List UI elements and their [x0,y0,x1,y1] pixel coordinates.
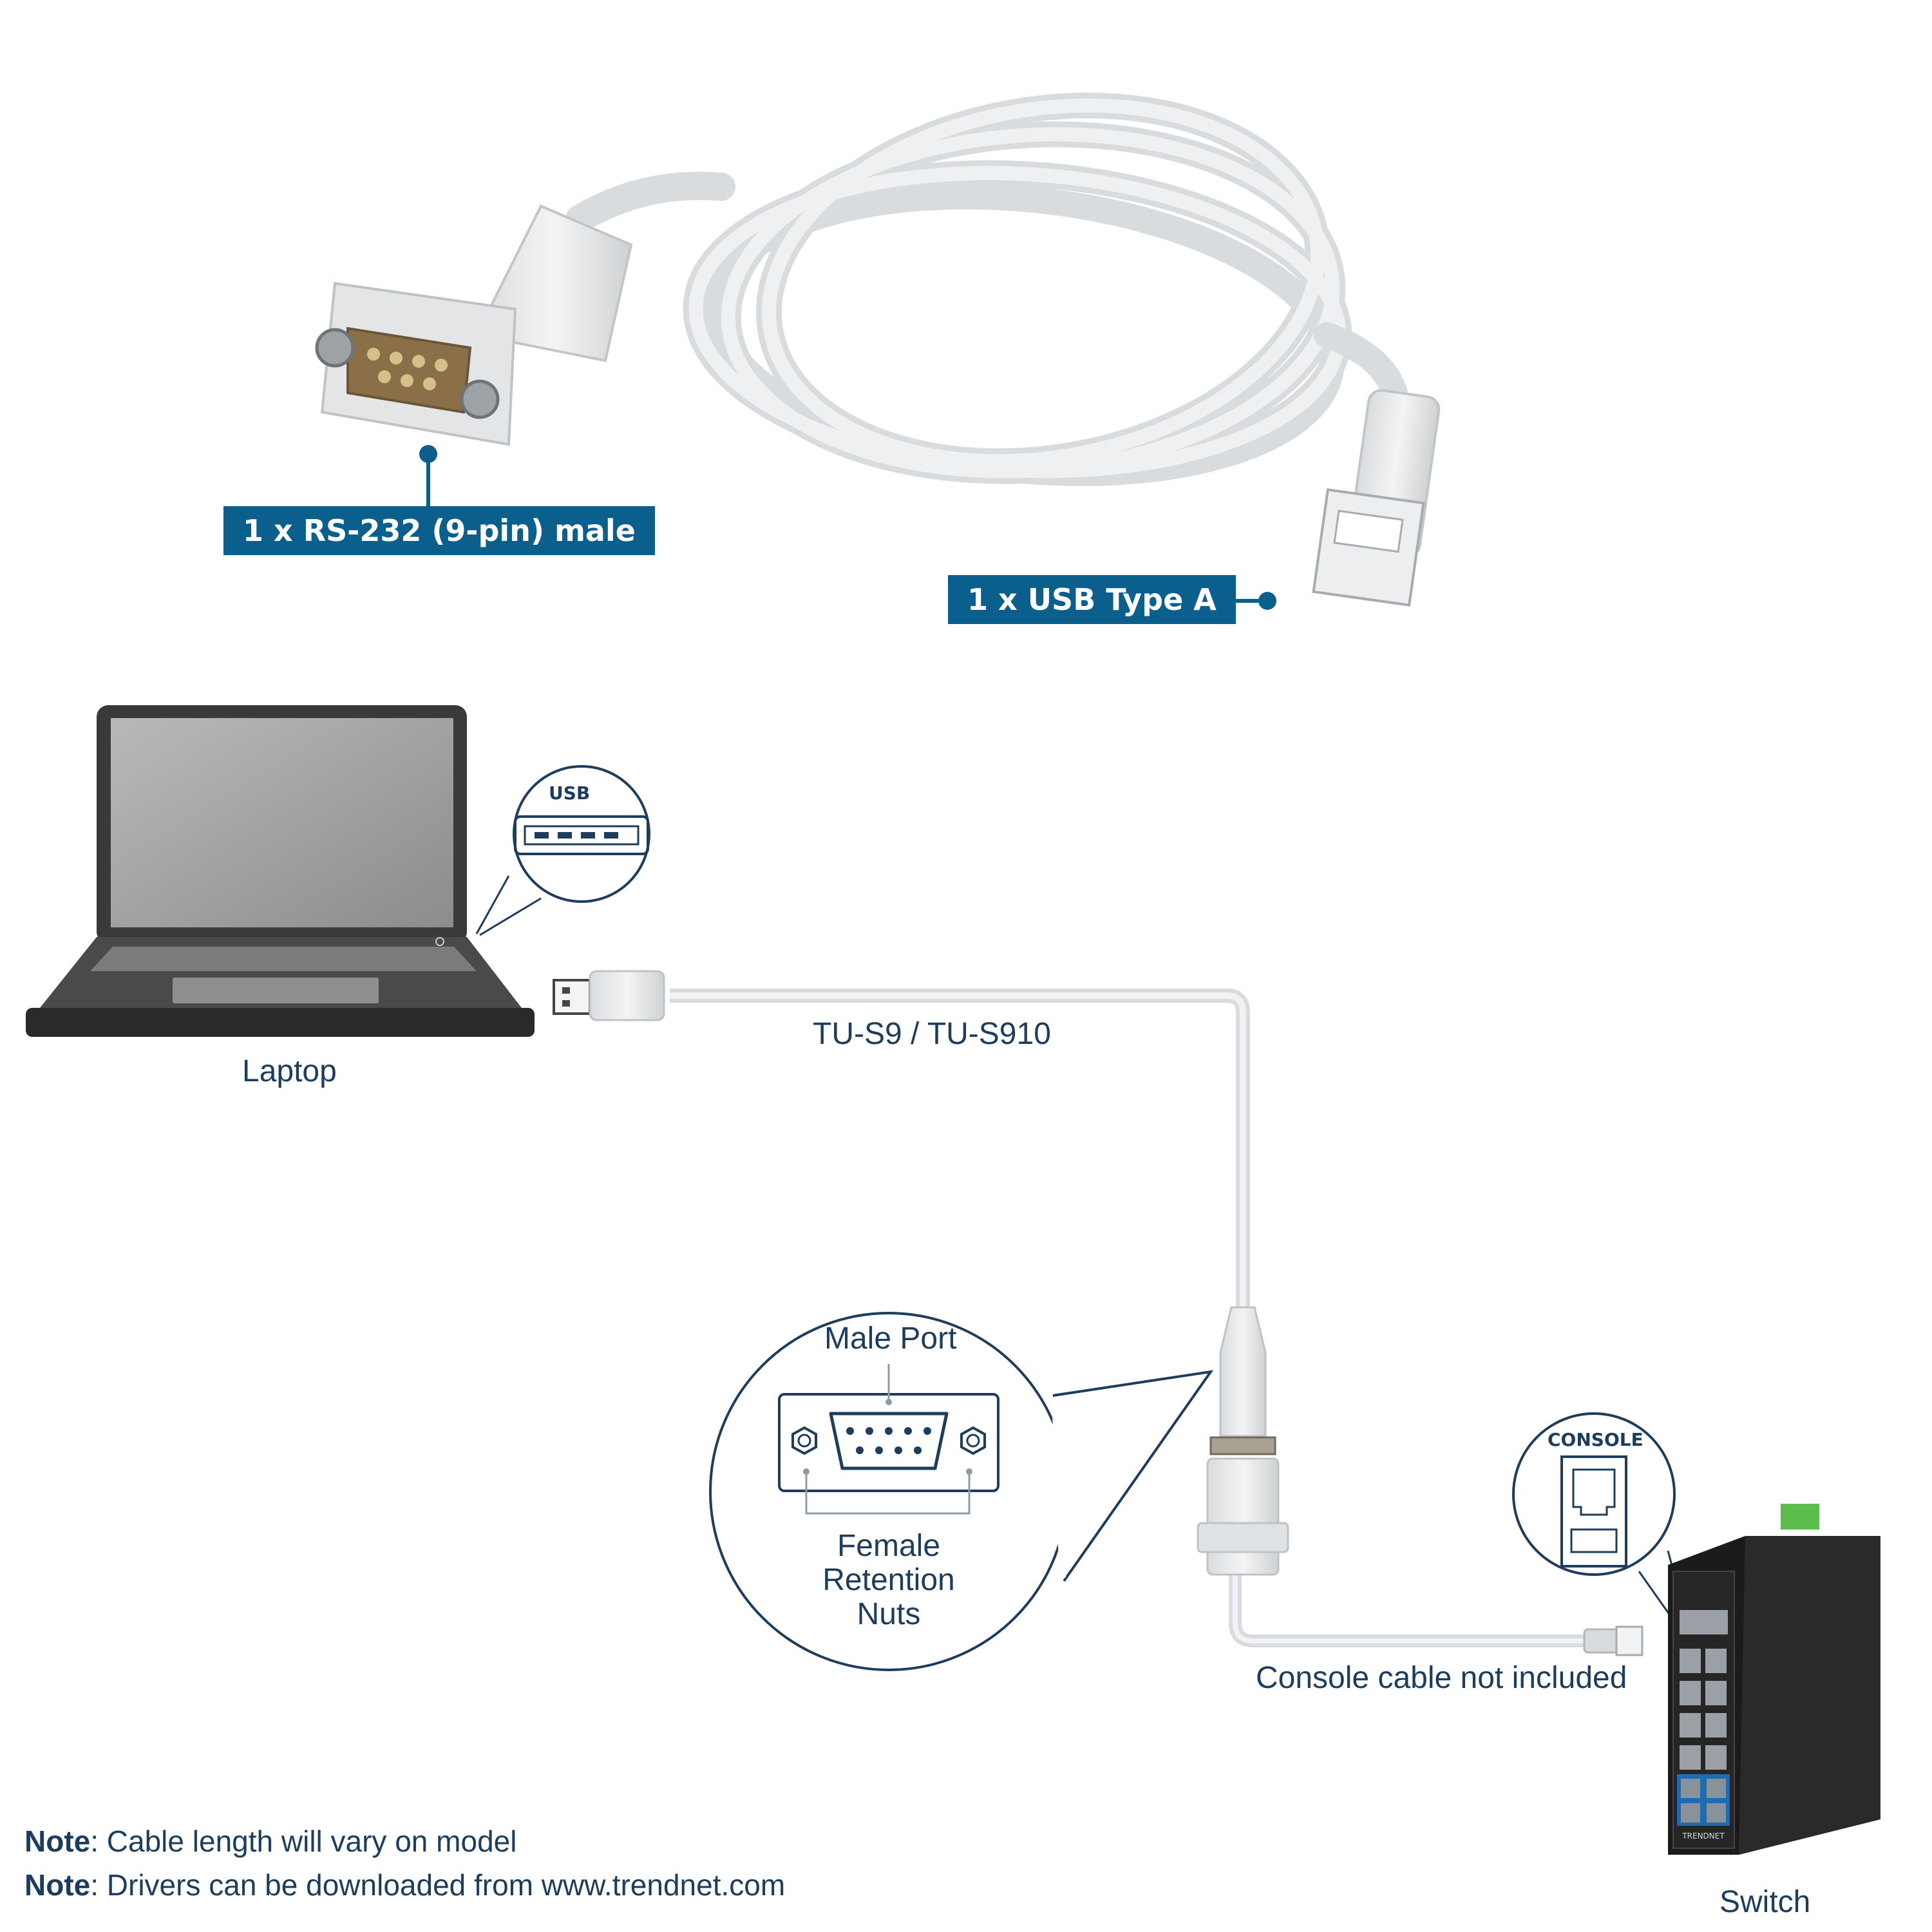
note-drivers: Note: Drivers can be downloaded from www… [24,1870,785,1900]
cable-route [670,989,1597,1647]
console-cable-label: Console cable not included [1256,1661,1627,1695]
laptop-label: Laptop [242,1054,337,1088]
note-cable-length: Note: Cable length will vary on model [24,1826,516,1856]
db9-port-zoom [709,1312,1214,1671]
note-text: : Cable length will vary on model [90,1824,517,1858]
usb-type-a-callout: 1 x USB Type A [948,575,1236,624]
rs232-connector-photo [315,204,633,446]
usb-serial-cable-photo [315,92,1441,610]
db9-adapter [1197,1306,1289,1576]
cable-model-label: TU-S9 / TU-S910 [813,1017,1051,1051]
laptop-illustration [26,705,535,1037]
console-port-label: CONSOLE [1548,1429,1643,1450]
switch-brand-text: TRENDNET [1681,1832,1725,1841]
industrial-switch: TRENDNET [1668,1504,1880,1855]
rs232-callout: 1 x RS-232 (9-pin) male [223,506,655,555]
note-text: : Drivers can be downloaded from www.tre… [90,1868,786,1902]
female-retention-nuts-label: Female Retention Nuts [822,1529,955,1631]
rs232-callout-pointer [419,445,437,509]
rj45-console-plug [1583,1625,1643,1656]
usb-plug [553,970,665,1021]
usb-a-connector-photo [1312,389,1441,607]
note-prefix: Note [24,1824,91,1858]
note-prefix: Note [24,1868,91,1902]
switch-label: Switch [1719,1885,1811,1919]
male-port-label: Male Port [824,1321,957,1356]
usb-port-label: USB [549,782,591,804]
console-port-zoom [1512,1412,1689,1627]
usb-port-zoom [475,765,650,936]
